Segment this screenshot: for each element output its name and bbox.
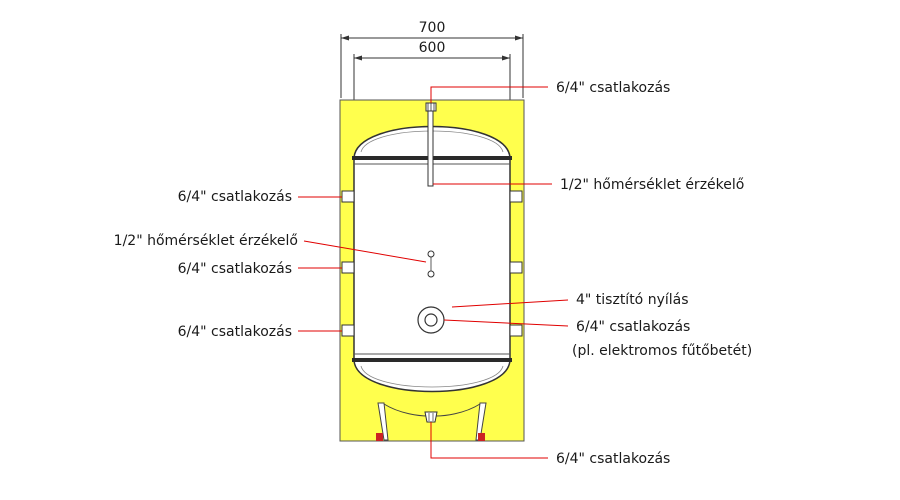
dimension-700-label: 700 (419, 20, 446, 36)
bottom-connection-fitting (424, 411, 438, 423)
top-connection-fitting (425, 102, 437, 112)
cleaning-opening (417, 306, 445, 334)
side-nozzles (341, 190, 523, 337)
leader-lines (298, 86, 569, 459)
dimension-600: 600 (353, 40, 511, 112)
label-left-connection-middle: 6/4" csatlakozás (178, 261, 292, 277)
middle-sensor-points (427, 250, 435, 278)
label-heater-note: (pl. elektromos fűtőbetét) (572, 343, 752, 359)
label-left-sensor: 1/2" hőmérséklet érzékelő (114, 233, 298, 249)
dimension-700: 700 (340, 20, 524, 98)
label-left-connection-lower: 6/4" csatlakozás (178, 324, 292, 340)
label-left-connection-upper: 6/4" csatlakozás (178, 189, 292, 205)
sensor-pocket (427, 110, 434, 187)
label-bottom-connection: 6/4" csatlakozás (556, 451, 670, 467)
label-cleaning-opening: 4" tisztító nyílás (576, 292, 689, 308)
label-heater-connection: 6/4" csatlakozás (576, 319, 690, 335)
dimension-600-label: 600 (419, 40, 446, 56)
label-upper-sensor: 1/2" hőmérséklet érzékelő (560, 177, 744, 193)
lower-band (352, 353, 512, 362)
label-top-connection: 6/4" csatlakozás (556, 80, 670, 96)
